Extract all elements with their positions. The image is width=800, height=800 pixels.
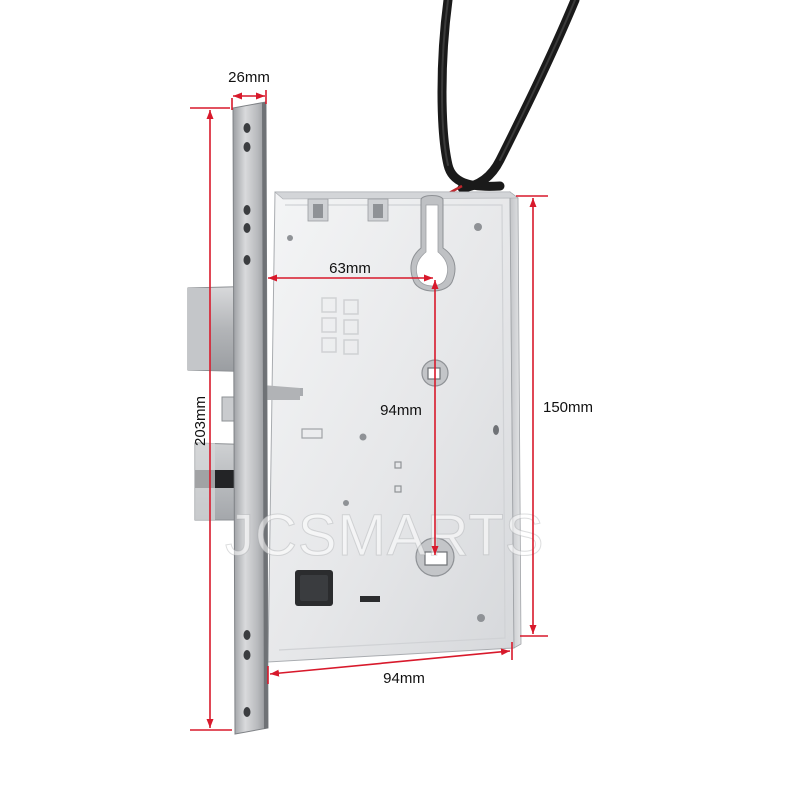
- dimension-lines: [190, 90, 548, 731]
- sensor-window: [295, 570, 333, 606]
- case-top-tabs: [307, 198, 389, 222]
- wire-cable: [437, 0, 580, 206]
- label-26mm: 26mm: [228, 69, 270, 86]
- label-203mm: 203mm: [192, 396, 209, 446]
- spindle-slot: [410, 195, 456, 292]
- label-63mm: 63mm: [329, 260, 371, 277]
- dim-line-94mm-horizontal: [269, 648, 511, 677]
- faceplate: [232, 101, 269, 735]
- watermark-text: JCSMARTS: [225, 503, 545, 568]
- embossed-marking: [321, 297, 359, 355]
- label-94mm-vertical: 94mm: [380, 402, 422, 419]
- label-150mm: 150mm: [543, 399, 593, 416]
- lock-case: [267, 191, 522, 663]
- small-slot: [360, 596, 380, 602]
- label-94mm-horizontal: 94mm: [383, 670, 425, 687]
